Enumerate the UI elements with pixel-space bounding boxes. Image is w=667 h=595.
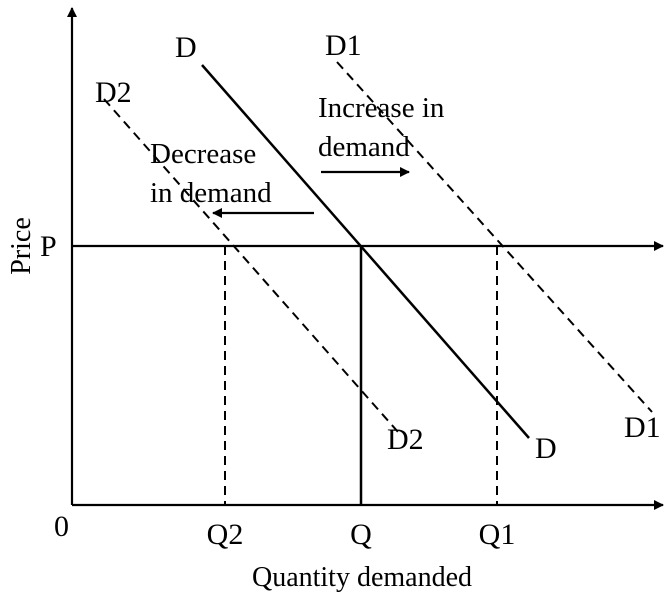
d-bottom-label: D [535, 432, 557, 465]
demand-curve-d1 [336, 61, 653, 413]
origin-label: 0 [54, 510, 69, 543]
decrease-annotation-line1: Decrease [150, 138, 256, 170]
d2-top-label: D2 [95, 76, 132, 109]
d1-bottom-label: D1 [624, 411, 661, 444]
d-top-label: D [175, 31, 197, 64]
decrease-annotation-line2: in demand [150, 177, 272, 209]
q-tick-label: Q [350, 518, 372, 551]
increase-annotation-line2: demand [318, 131, 410, 163]
demand-curve-d [201, 64, 530, 439]
y-axis-title: Price [6, 217, 37, 275]
q1-tick-label: Q1 [479, 518, 516, 551]
price-tick-label: P [40, 230, 57, 263]
d1-top-label: D1 [325, 29, 362, 62]
q2-tick-label: Q2 [207, 518, 244, 551]
x-axis-title: Quantity demanded [252, 562, 472, 593]
increase-annotation-line1: Increase in [318, 92, 445, 124]
d2-bottom-label: D2 [387, 423, 424, 456]
